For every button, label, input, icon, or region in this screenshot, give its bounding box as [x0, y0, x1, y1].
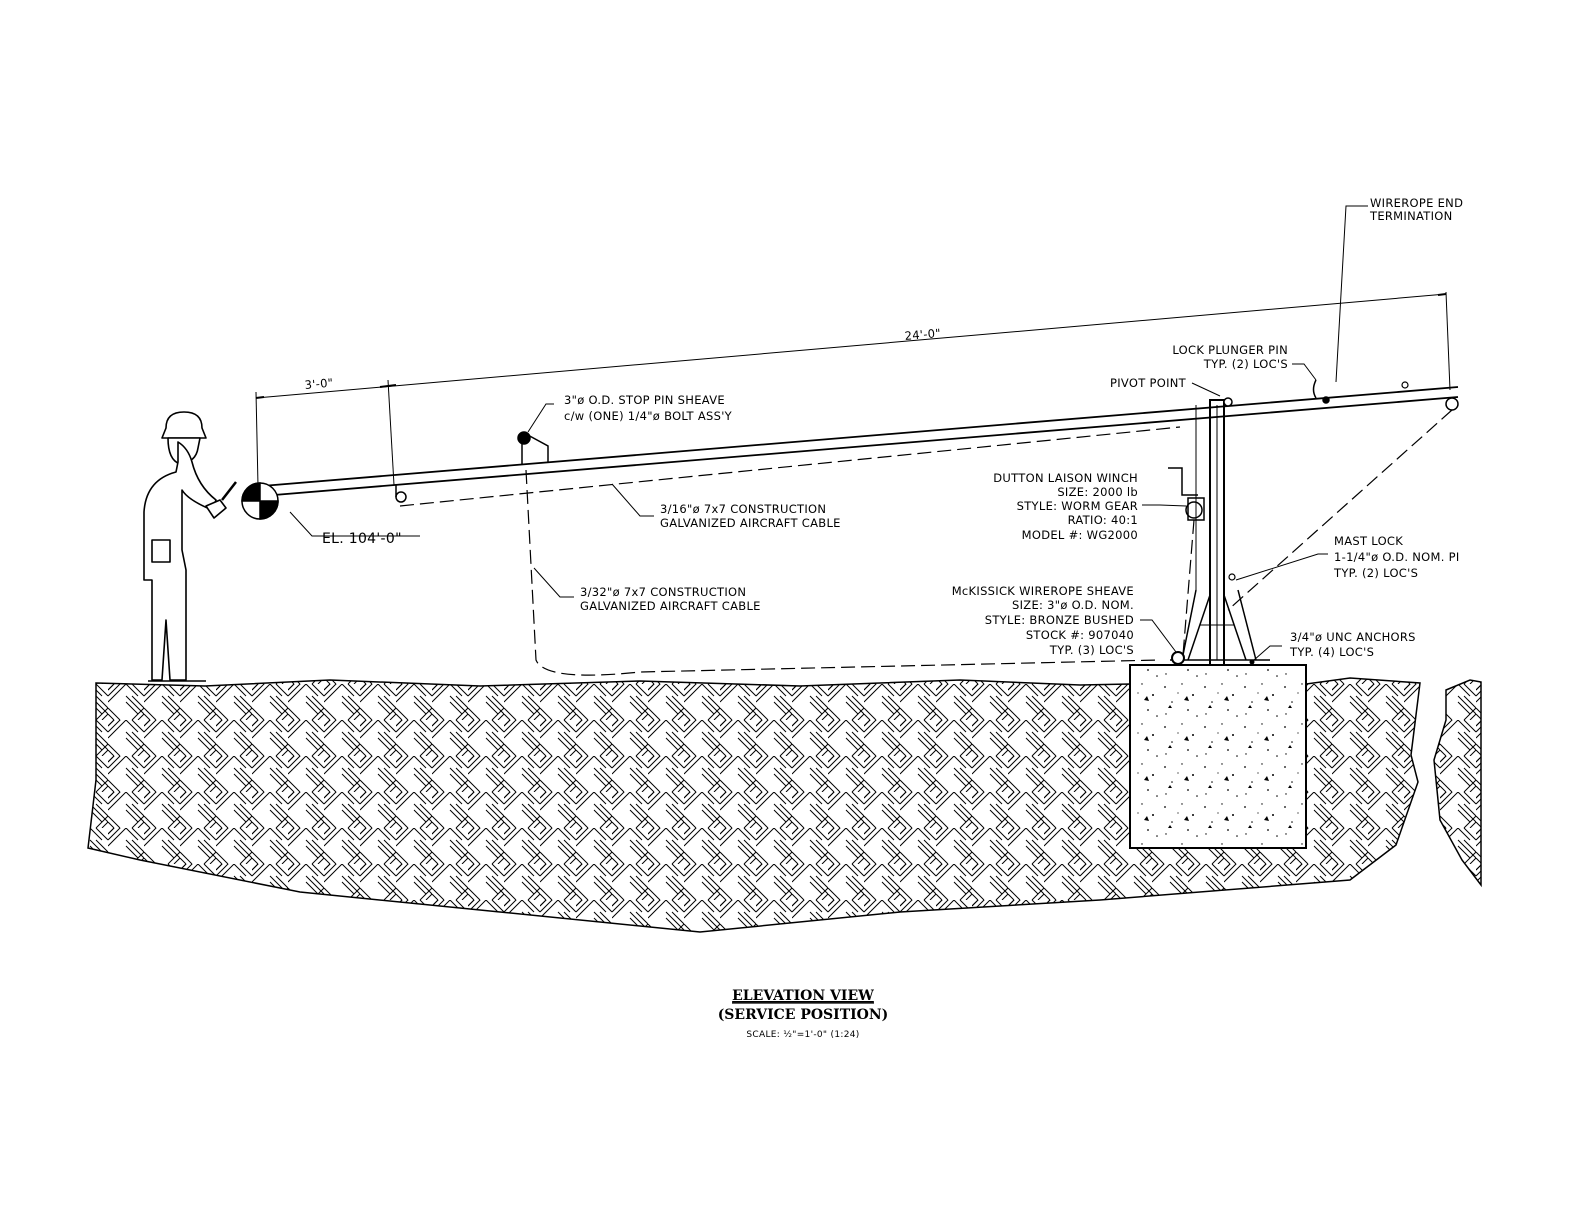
callout-pivot-point: PIVOT POINT: [1110, 376, 1187, 390]
cables: [399, 409, 1453, 676]
svg-text:STYLE: WORM GEAR: STYLE: WORM GEAR: [1017, 499, 1138, 513]
svg-text:STOCK #: 907040: STOCK #: 907040: [1026, 628, 1134, 642]
boom-pivot-pin: [1223, 397, 1233, 407]
svg-text:TYP. (3) LOC'S: TYP. (3) LOC'S: [1049, 643, 1134, 657]
svg-text:TERMINATION: TERMINATION: [1369, 209, 1453, 223]
svg-text:WIREROPE END: WIREROPE END: [1370, 196, 1463, 210]
svg-text:1-1/4"ø O.D. NOM. PI: 1-1/4"ø O.D. NOM. PI: [1334, 550, 1460, 564]
svg-text:RATIO: 40:1: RATIO: 40:1: [1068, 513, 1138, 527]
mast: [1170, 399, 1270, 666]
svg-text:TYP. (2) LOC'S: TYP. (2) LOC'S: [1333, 566, 1418, 580]
worker-figure: [143, 411, 237, 682]
svg-text:3/4"ø UNC ANCHORS: 3/4"ø UNC ANCHORS: [1290, 630, 1416, 644]
callout-wirerope-end: WIREROPE END TERMINATION: [1369, 196, 1463, 223]
svg-text:DUTTON LAISON WINCH: DUTTON LAISON WINCH: [993, 471, 1138, 485]
svg-text:TYP. (4) LOC'S: TYP. (4) LOC'S: [1289, 645, 1374, 659]
winch: [1168, 467, 1205, 521]
svg-text:SIZE: 2000 lb: SIZE: 2000 lb: [1057, 485, 1138, 499]
callout-cable-316: 3/16"ø 7x7 CONSTRUCTION GALVANIZED AIRCR…: [660, 502, 841, 530]
svg-text:3/16"ø 7x7 CONSTRUCTION: 3/16"ø 7x7 CONSTRUCTION: [660, 502, 826, 516]
elevation-label: EL. 104'-0": [322, 531, 402, 547]
svg-text:MAST LOCK: MAST LOCK: [1334, 534, 1403, 548]
title-sub: (SERVICE POSITION): [718, 1007, 889, 1023]
svg-text:McKISSICK WIREROPE SHEAVE: McKISSICK WIREROPE SHEAVE: [952, 584, 1134, 598]
callout-sheave: McKISSICK WIREROPE SHEAVE SIZE: 3"ø O.D.…: [952, 584, 1134, 657]
svg-text:SIZE: 3"ø O.D. NOM.: SIZE: 3"ø O.D. NOM.: [1012, 598, 1134, 612]
ground-section-right: [1433, 679, 1482, 888]
title-main: ELEVATION VIEW: [732, 988, 874, 1004]
callout-winch: DUTTON LAISON WINCH SIZE: 2000 lb STYLE:…: [993, 471, 1138, 542]
boom-arm: [261, 386, 1459, 497]
svg-text:GALVANIZED AIRCRAFT CABLE: GALVANIZED AIRCRAFT CABLE: [580, 599, 761, 613]
callout-mast-lock: MAST LOCK 1-1/4"ø O.D. NOM. PI TYP. (2) …: [1333, 534, 1460, 580]
callout-stop-pin: 3"ø O.D. STOP PIN SHEAVE c/w (ONE) 1/4"ø…: [564, 393, 733, 423]
dimension-lines: [255, 291, 1451, 487]
callout-cable-332: 3/32"ø 7x7 CONSTRUCTION GALVANIZED AIRCR…: [580, 585, 761, 613]
stop-pin-sheave: [517, 431, 549, 465]
svg-text:3"ø O.D. STOP PIN SHEAVE: 3"ø O.D. STOP PIN SHEAVE: [564, 393, 725, 407]
base-sheave-left: [1171, 651, 1185, 665]
svg-text:STYLE: BRONZE BUSHED: STYLE: BRONZE BUSHED: [985, 613, 1134, 627]
dimension-overall: 24'-0": [904, 326, 941, 343]
svg-text:c/w (ONE) 1/4"ø BOLT ASS'Y: c/w (ONE) 1/4"ø BOLT ASS'Y: [564, 409, 733, 423]
title-scale: SCALE: ½"=1'-0" (1:24): [746, 1030, 859, 1040]
lamp-fixture: [241, 482, 279, 520]
boom-end-sheave: [1445, 397, 1459, 411]
svg-text:GALVANIZED AIRCRAFT CABLE: GALVANIZED AIRCRAFT CABLE: [660, 516, 841, 530]
callout-anchors: 3/4"ø UNC ANCHORS TYP. (4) LOC'S: [1289, 630, 1416, 659]
dimension-tip: 3'-0": [304, 376, 334, 392]
svg-text:MODEL #: WG2000: MODEL #: WG2000: [1022, 528, 1138, 542]
ground-section: [87, 677, 1421, 933]
leader-lines: [289, 205, 1368, 661]
svg-text:TYP. (2) LOC'S: TYP. (2) LOC'S: [1203, 357, 1288, 371]
callout-lock-plunger: LOCK PLUNGER PIN TYP. (2) LOC'S: [1172, 343, 1288, 371]
svg-text:3/32"ø 7x7 CONSTRUCTION: 3/32"ø 7x7 CONSTRUCTION: [580, 585, 746, 599]
svg-text:LOCK PLUNGER PIN: LOCK PLUNGER PIN: [1172, 343, 1288, 357]
lock-plunger-pin: [1312, 379, 1330, 404]
